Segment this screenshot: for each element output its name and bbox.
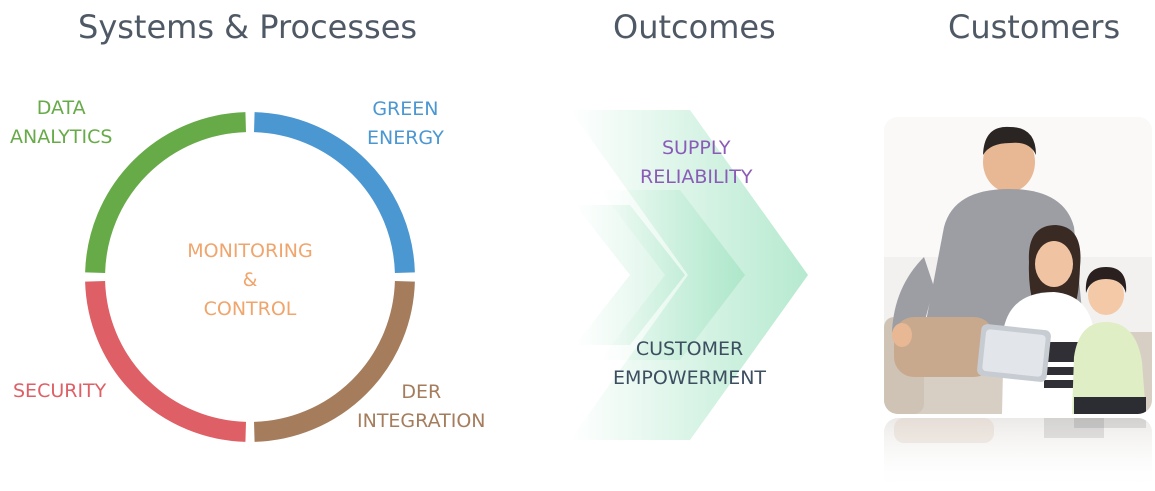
ring-segment-green-energy [253,112,415,274]
label-customer-empowerment: CUSTOMER EMPOWERMENT [613,338,767,389]
customers-heading: Customers [948,8,1121,46]
chevron-front [570,110,808,440]
ring-segment-data-analytics [85,112,247,274]
label-monitoring-control: MONITORING & CONTROL [187,240,313,320]
family-photo-reflection [884,418,1152,491]
label-green-energy: GREEN ENERGY [367,98,444,149]
label-der-integration: DER INTEGRATION [357,381,486,432]
label-supply-reliability: SUPPLY RELIABILITY [640,137,753,188]
ring-segment-security [85,280,247,442]
systems-ring-diagram [85,112,415,442]
systems-processes-heading: Systems & Processes [78,8,418,46]
label-data-analytics: DATA ANALYTICS [10,97,113,148]
ring-segment-der-integration [253,280,415,442]
outcomes-heading: Outcomes [613,8,776,46]
family-photo [884,117,1152,414]
outcomes-chevron-arrows [570,110,808,440]
label-security: SECURITY [13,380,107,402]
